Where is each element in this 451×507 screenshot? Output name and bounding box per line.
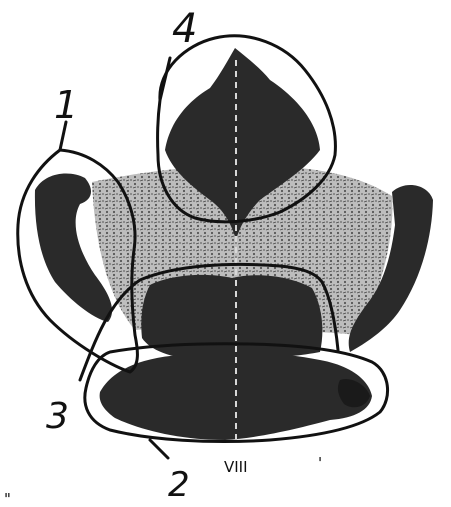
bone-mass (35, 48, 433, 440)
stray-mark: ' (318, 454, 322, 472)
region-label-3: 3 (46, 396, 69, 437)
region-label-2: 2 (168, 465, 190, 505)
corner-mark: " (4, 490, 11, 507)
figure-caption: VIII (224, 458, 248, 476)
region-label-4: 4 (172, 6, 197, 52)
region-label-1: 1 (54, 83, 78, 127)
